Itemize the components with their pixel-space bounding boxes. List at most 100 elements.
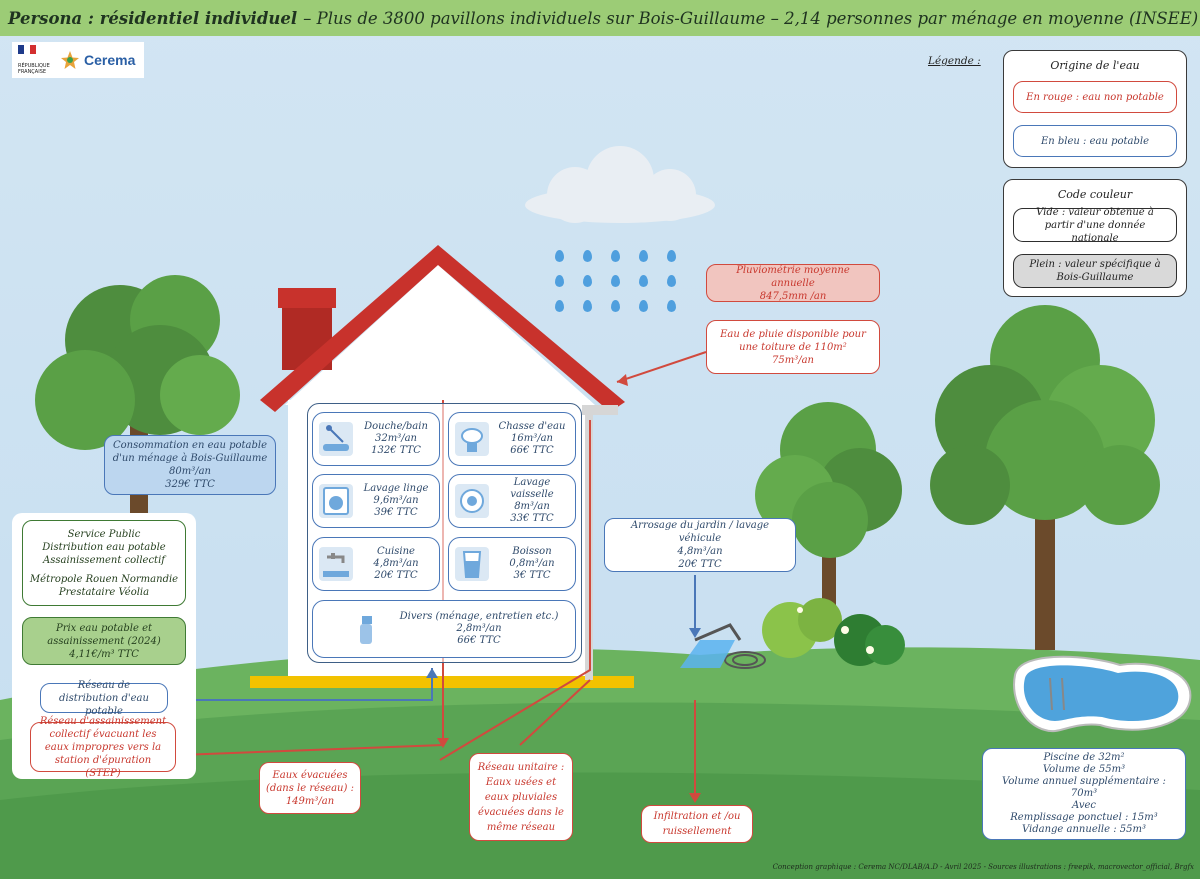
pool [1013, 655, 1192, 733]
shower-label: Douche/bain [364, 421, 428, 432]
tree-left [35, 275, 240, 560]
combined-title: Réseau unitaire : [477, 761, 565, 773]
misc-volume: 2,8m³/an [456, 623, 502, 634]
credits: Conception graphique : Cerema NC/DLAB/A.… [772, 863, 1194, 871]
combined-desc: Eaux usées et eaux pluviales évacuées da… [478, 776, 564, 833]
pool-line5: Remplissage ponctuel : 15m³ [1010, 812, 1158, 823]
legend-color-title: Code couleur [1057, 188, 1133, 201]
service-line3: Assainissement collectif [43, 554, 165, 566]
pluviometry-label: Pluviométrie moyenne annuelle [736, 264, 850, 289]
legend-empty: Vide : valeur obtenue à partir d'une don… [1013, 207, 1177, 244]
combined-network-box: Réseau unitaire : Eaux usées et eaux plu… [469, 753, 573, 841]
logo-bar: RÉPUBLIQUE FRANÇAISE Cerema [12, 42, 144, 78]
tree-right [930, 305, 1160, 650]
infiltration-box: Infiltration et /ou ruissellement [641, 805, 753, 843]
distribution-network-box: Réseau de distribution d'eau potable [40, 680, 168, 717]
shower-cost: 132€ TTC [371, 445, 421, 456]
rainwater-box: Eau de pluie disponible pour une toiture… [706, 320, 880, 374]
toilet-volume: 16m³/an [511, 433, 553, 444]
pool-box: Piscine de 32m² Volume de 55m³ Volume an… [982, 748, 1186, 840]
household-line1: Consommation en eau potable [112, 440, 267, 451]
price-title: Prix eau potable et assainissement (2024… [47, 622, 161, 647]
hose [680, 623, 766, 669]
pool-line4: Avec [1072, 800, 1096, 811]
rainwater-label: Eau de pluie disponible pour une toiture… [720, 328, 866, 353]
cerema-logo: Cerema [60, 50, 135, 70]
legend-full: Plein : valeur spécifique à Bois-Guillau… [1013, 254, 1177, 288]
evac-value: 149m³/an [285, 795, 335, 807]
cerema-star-icon [61, 51, 79, 69]
price-value: 4,11€/m³ TTC [69, 648, 139, 660]
dishes-volume: 8m³/an [514, 501, 550, 512]
public-service-box: Service Public Distribution eau potable … [22, 520, 186, 606]
dishes-label: Lavage vaisselle [510, 477, 554, 500]
title-rest: – Plus de 3800 pavillons individuels sur… [303, 8, 1199, 28]
rainwater-value: 75m³/an [772, 354, 814, 366]
misc-label: Divers (ménage, entretien etc.) [399, 611, 559, 622]
rain-drops [555, 250, 695, 325]
toilet-icon [455, 422, 489, 456]
laundry-cost: 39€ TTC [374, 507, 418, 518]
legend-color-panel: Code couleur Vide : valeur obtenue à par… [1003, 179, 1187, 297]
tree-middle [755, 402, 902, 620]
shower-icon [319, 422, 353, 456]
legend-origin-panel: Origine de l'eau En rouge : eau non pota… [1003, 50, 1187, 168]
dishes-cost: 33€ TTC [510, 513, 554, 524]
sewer-network-box: Réseau d'assainissement collectif évacua… [30, 716, 176, 779]
legend-red: En rouge : eau non potable [1013, 81, 1177, 113]
drink-volume: 0,8m³/an [509, 558, 555, 569]
toilet-cost: 66€ TTC [510, 445, 554, 456]
pluviometry-box: Pluviométrie moyenne annuelle 847,5mm /a… [706, 264, 880, 302]
service-line2: Distribution eau potable [42, 541, 166, 553]
bush [762, 598, 905, 666]
drink-label: Boisson [512, 546, 552, 557]
dishes-icon [455, 484, 489, 518]
page-title: Persona : résidentiel individuel – Plus … [0, 0, 1200, 36]
garden-cost: 20€ TTC [678, 559, 722, 570]
pool-line1: Piscine de 32m² [1043, 752, 1125, 763]
toilet-label: Chasse d'eau [498, 421, 566, 432]
glass-icon [455, 547, 489, 581]
service-line5: Prestataire Véolia [58, 586, 150, 598]
washing-machine-icon [319, 484, 353, 518]
misc-cost: 66€ TTC [457, 635, 501, 646]
republique-francaise-logo: RÉPUBLIQUE FRANÇAISE [18, 45, 52, 75]
spray-bottle-icon [349, 612, 383, 646]
pool-line2: Volume de 55m³ [1042, 764, 1126, 775]
household-volume: 80m³/an [169, 466, 211, 477]
household-cost: 329€ TTC [165, 479, 215, 490]
pluviometry-value: 847,5mm /an [759, 290, 827, 302]
legend-blue: En bleu : eau potable [1013, 125, 1177, 157]
laundry-label: Lavage linge [363, 483, 429, 494]
pool-line6: Vidange annuelle : 55m³ [1021, 824, 1146, 835]
cloud [525, 146, 715, 223]
pool-line3: Volume annuel supplémentaire : 70m³ [1002, 776, 1166, 799]
kitchen-cost: 20€ TTC [374, 570, 418, 581]
evac-sub: (dans le réseau) : [266, 782, 354, 794]
evac-title: Eaux évacuées [272, 769, 348, 781]
shower-volume: 32m³/an [375, 433, 417, 444]
legend-origin-title: Origine de l'eau [1050, 59, 1140, 72]
water-price-box: Prix eau potable et assainissement (2024… [22, 617, 186, 665]
service-line4: Métropole Rouen Normandie [29, 573, 179, 585]
household-line2: d'un ménage à Bois-Guillaume [112, 453, 268, 464]
kitchen-label: Cuisine [377, 546, 415, 557]
drink-cost: 3€ TTC [513, 570, 551, 581]
title-lead: Persona : résidentiel individuel [8, 8, 298, 28]
kitchen-volume: 4,8m³/an [373, 558, 419, 569]
household-consumption-box: Consommation en eau potable d'un ménage … [104, 435, 276, 495]
garden-watering-box: Arrosage du jardin / lavage véhicule 4,8… [604, 518, 796, 572]
garden-volume: 4,8m³/an [677, 546, 723, 557]
garden-label: Arrosage du jardin / lavage véhicule [630, 520, 770, 544]
laundry-volume: 9,6m³/an [373, 495, 419, 506]
service-line1: Service Public [67, 528, 141, 540]
faucet-icon [319, 547, 353, 581]
evacuated-water-box: Eaux évacuées (dans le réseau) : 149m³/a… [259, 762, 361, 814]
